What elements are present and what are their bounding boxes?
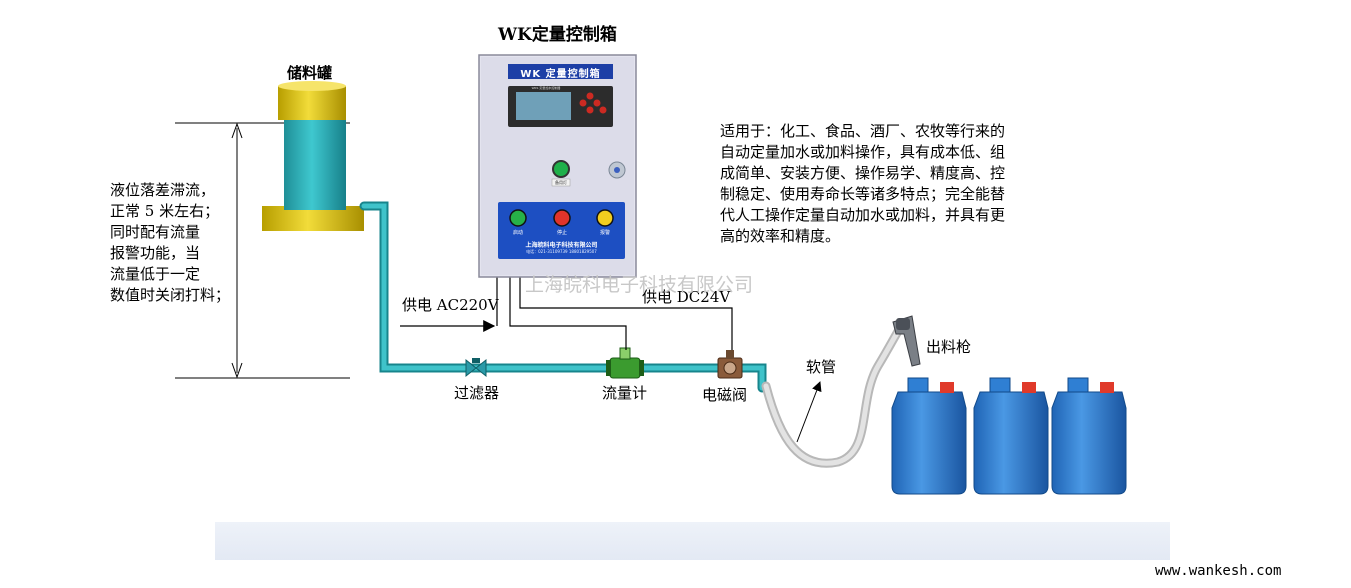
floor-strip [215, 522, 1170, 560]
nozzle-label: 出料枪 [926, 338, 972, 356]
solenoid-valve-device [717, 350, 743, 379]
button-alarm-label: 报警 [599, 230, 610, 236]
right-note: 适用于：化工、食品、酒厂、农牧等行来的 自动定量加水或加料操作，具有成本低、组 … [720, 122, 1006, 245]
display-caption: WKS 定量加水控制器 [531, 86, 561, 90]
tank-label: 储料罐 [287, 64, 333, 82]
hose-label: 软管 [806, 358, 837, 376]
panel-header: WK 定量控制箱 [520, 69, 601, 80]
ac-power-label: 供电 AC220V [402, 296, 499, 314]
filter-label: 过滤器 [454, 384, 500, 402]
left-note: 液位落差滞流， 正常 5 米左右； 同时配有流量 报警功能，当 流量低于一定 数… [110, 181, 231, 304]
pipeline [359, 201, 767, 393]
callout-arrows [796, 381, 822, 443]
flowmeter-device [606, 347, 644, 379]
dc-power-label: 供电 DC24V [642, 288, 731, 306]
panel-phone: 电话：021-31109739 18801829507 [526, 249, 597, 254]
button-start-label: 启动 [512, 230, 523, 236]
flowmeter-label: 流量计 [602, 384, 648, 402]
jerrycans [891, 377, 1127, 495]
hose-line [761, 323, 905, 468]
start-key-label: 备用灯 [555, 180, 567, 185]
filter-device [465, 358, 487, 378]
website-link[interactable]: www.wankesh.com [1155, 563, 1282, 579]
discharge-nozzle [892, 315, 921, 367]
control-box [478, 54, 637, 278]
storage-tank [262, 81, 364, 231]
button-stop-label: 停止 [556, 230, 567, 236]
control-wiring [400, 276, 733, 350]
panel-company: 上海皖科电子科技有限公司 [525, 242, 598, 249]
valve-label: 电磁阀 [702, 386, 748, 404]
watermark-text: 上海皖科电子科技有限公司 [525, 274, 754, 296]
page-title: WK定量控制箱 [498, 25, 617, 45]
